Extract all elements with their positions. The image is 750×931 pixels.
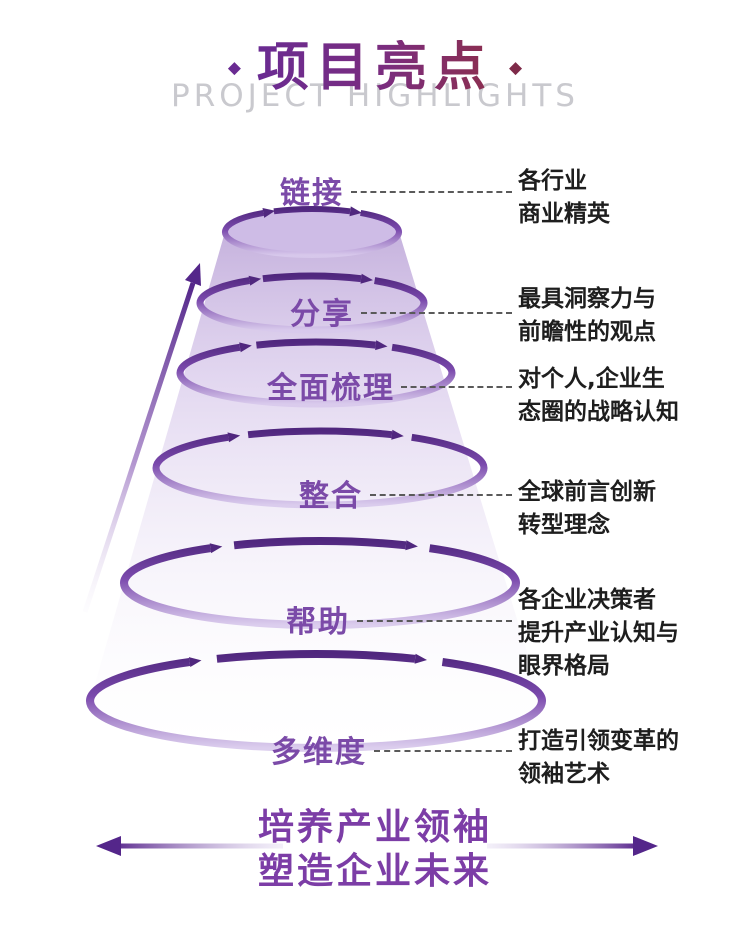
diamond-icon: ◆ bbox=[509, 58, 523, 79]
level-5-label: 帮助 bbox=[286, 605, 350, 640]
level-4-leader-line bbox=[370, 494, 512, 496]
description-line: 商业精英 bbox=[518, 201, 610, 227]
funnel-ring-3 bbox=[176, 338, 456, 408]
level-3-description: 对个人,企业生 态圈的战略认知 bbox=[518, 363, 679, 429]
left-arrow-icon bbox=[96, 836, 283, 856]
title-row: ◆ 项目亮点 ◆ bbox=[0, 38, 750, 98]
ascending-arrow-icon bbox=[82, 263, 201, 613]
level-3-label: 全面梳理 bbox=[267, 371, 395, 406]
level-6-description: 打造引领变革的 领袖艺术 bbox=[518, 725, 679, 791]
funnel-rings bbox=[86, 205, 546, 752]
description-line: 各企业决策者 bbox=[518, 587, 656, 613]
description-line: 各行业 bbox=[518, 168, 587, 194]
level-3-leader-line bbox=[401, 386, 512, 388]
description-line: 领袖艺术 bbox=[518, 761, 610, 787]
funnel-ring-4 bbox=[152, 427, 488, 509]
right-arrow-icon bbox=[487, 836, 658, 856]
level-5-leader-line bbox=[357, 620, 512, 622]
funnel-ring-1 bbox=[222, 205, 402, 258]
subtitle-english: PROJECT HIGHLIGHTS bbox=[171, 78, 575, 114]
description-line: 态圈的战略认知 bbox=[518, 399, 679, 425]
level-2-label: 分享 bbox=[290, 297, 354, 332]
description-line: 打造引领变革的 bbox=[518, 728, 679, 754]
funnel-ring-5 bbox=[120, 537, 520, 630]
level-1-description: 各行业 商业精英 bbox=[518, 165, 610, 231]
level-6-label: 多维度 bbox=[271, 735, 367, 770]
level-5-description: 各企业决策者 提升产业认知与 眼界格局 bbox=[518, 584, 679, 683]
page-title: 项目亮点 bbox=[256, 38, 493, 98]
level-2-description: 最具洞察力与 前瞻性的观点 bbox=[518, 283, 656, 349]
description-line: 前瞻性的观点 bbox=[518, 319, 656, 345]
diamond-icon: ◆ bbox=[227, 58, 241, 79]
level-1-label: 链接 bbox=[280, 176, 344, 211]
funnel-ring-2 bbox=[196, 272, 428, 334]
footer-slogan-line-1: 培养产业领袖 bbox=[257, 807, 492, 848]
description-line: 对个人,企业生 bbox=[518, 366, 665, 392]
level-4-label: 整合 bbox=[299, 479, 363, 514]
description-line: 提升产业认知与 bbox=[518, 620, 679, 646]
level-4-description: 全球前言创新 转型理念 bbox=[518, 476, 656, 542]
description-line: 最具洞察力与 bbox=[518, 286, 656, 312]
level-1-leader-line bbox=[351, 191, 512, 193]
description-line: 眼界格局 bbox=[518, 653, 610, 679]
footer-slogan-line-2: 塑造企业未来 bbox=[257, 851, 492, 892]
level-2-leader-line bbox=[361, 312, 512, 314]
description-line: 转型理念 bbox=[518, 512, 610, 538]
funnel-ring-6 bbox=[86, 650, 546, 752]
level-6-leader-line bbox=[374, 750, 512, 752]
description-line: 全球前言创新 bbox=[518, 479, 656, 505]
